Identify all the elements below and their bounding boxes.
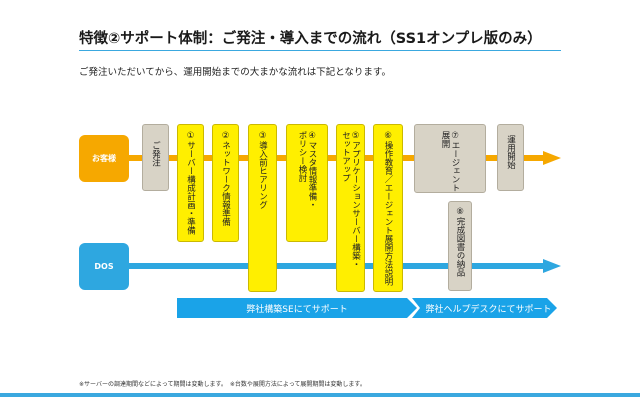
step-5-label: ⑤アプリケーションサーバー構築・ セットアップ (340, 131, 361, 269)
customer-lane-arrow (125, 151, 561, 165)
lane-dos-label: DOS (94, 262, 114, 271)
step-7: ⑦エージェント 展開 (414, 124, 486, 193)
step-start: 運用開始 (497, 124, 524, 191)
step-7-label: ⑦エージェント 展開 (440, 131, 460, 192)
dos-lane-arrow (125, 259, 561, 273)
step-start-label: 運用開始 (505, 135, 516, 169)
step-4-label: ④マスタ情報準備・ ポリシー検討 (297, 131, 317, 209)
step-2: ②ネットワーク情報準備 (212, 124, 239, 242)
step-order-label: ご発注 (150, 141, 161, 167)
banner-se-support-label: 弊社構築SEにてサポート (246, 304, 348, 315)
step-4: ④マスタ情報準備・ ポリシー検討 (286, 124, 328, 242)
banner-se-support: 弊社構築SEにてサポート (177, 298, 417, 318)
bottom-rule (0, 393, 640, 397)
step-2-label: ②ネットワーク情報準備 (220, 131, 231, 226)
step-8-label: ⑧完成図書の納品 (455, 207, 465, 277)
step-1-label: ①サーバー構成計画・準備 (185, 131, 196, 235)
intro-text: ご発注いただいてから、運用開始までの大まかな流れは下記となります。 (79, 67, 391, 78)
step-1: ①サーバー構成計画・準備 (177, 124, 204, 242)
step-3-label: ③導入前ヒアリング (257, 131, 268, 209)
lane-customer: お客様 (79, 135, 129, 182)
title-underline (79, 50, 561, 51)
step-5: ⑤アプリケーションサーバー構築・ セットアップ (336, 124, 365, 292)
step-8: ⑧完成図書の納品 (448, 201, 472, 291)
lane-customer-label: お客様 (92, 154, 116, 163)
lane-dos: DOS (79, 243, 129, 290)
step-6: ⑥操作教育／エージェント展開方法説明 (373, 124, 403, 292)
step-3: ③導入前ヒアリング (248, 124, 277, 292)
banner-helpdesk-support: 弊社ヘルプデスクにてサポート (412, 298, 557, 318)
page-title: 特徴②サポート体制：ご発注・導入までの流れ（SS1オンプレ版のみ） (79, 31, 542, 47)
step-6-label: ⑥操作教育／エージェント展開方法説明 (383, 131, 393, 286)
step-order: ご発注 (142, 124, 169, 191)
footnote: ※サーバーの調達期間などによって期間は変動します。 ※台数や展開方法によって展開… (79, 381, 366, 388)
banner-helpdesk-support-label: 弊社ヘルプデスクにてサポート (425, 304, 552, 315)
